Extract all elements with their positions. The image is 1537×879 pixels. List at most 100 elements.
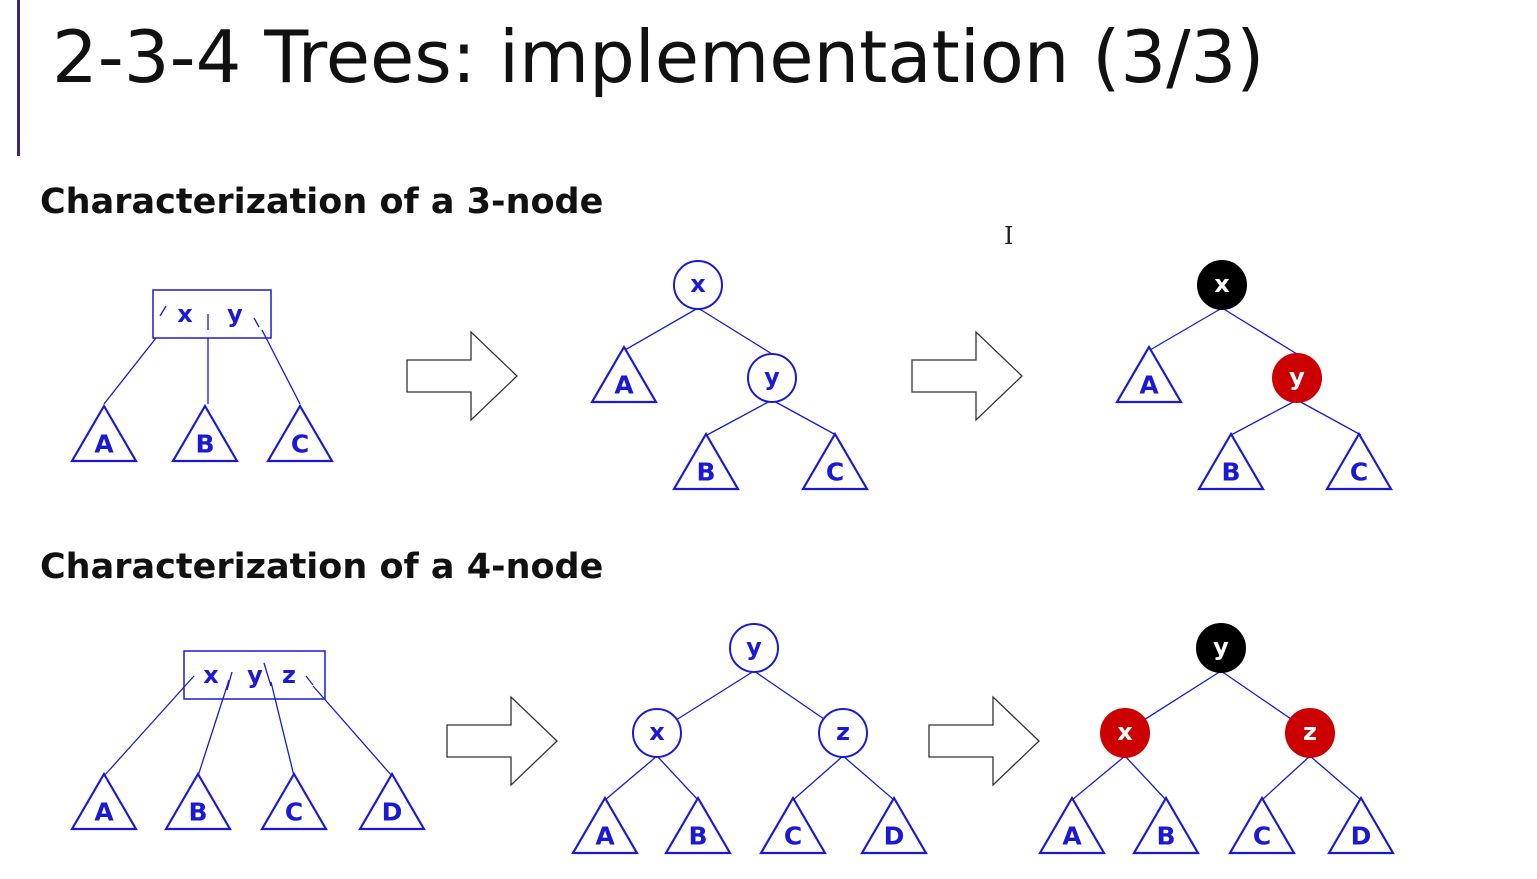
subtree-label: C — [291, 430, 309, 459]
right-arrow-icon — [446, 695, 558, 787]
subtree-triangle — [1132, 795, 1200, 855]
red-tree-node — [1285, 708, 1335, 758]
right-arrow-icon — [406, 330, 518, 422]
subtree-triangle — [1038, 795, 1106, 855]
three-node-box — [152, 289, 272, 339]
tree-edge — [656, 755, 699, 801]
key-label: y — [227, 300, 243, 328]
tree-edge — [261, 329, 301, 405]
node-label: x — [649, 718, 665, 746]
tree-edge — [1309, 755, 1362, 801]
key-label: x — [177, 300, 193, 328]
red-tree-node — [1272, 353, 1322, 403]
black-tree-node — [1196, 623, 1246, 673]
heading-3-node: Characterization of a 3-node — [40, 182, 604, 222]
node-label: x — [1117, 718, 1133, 746]
node-label: y — [1289, 363, 1305, 391]
subtree-triangle — [266, 403, 334, 463]
tree-edge — [312, 685, 393, 777]
tree-edge — [604, 755, 658, 801]
subtree-triangle — [590, 344, 658, 404]
subtree-label: B — [1156, 822, 1175, 851]
key-separator-tick — [253, 317, 260, 328]
subtree-label: D — [884, 822, 905, 851]
tree-edge — [1221, 307, 1298, 355]
tree-edge — [706, 399, 773, 436]
tree-edge — [197, 679, 230, 777]
subtree-label: A — [94, 798, 114, 827]
subtree-label: C — [784, 822, 802, 851]
subtree-label: C — [826, 458, 844, 487]
key-label: x — [203, 661, 219, 689]
subtree-triangle — [801, 431, 869, 491]
right-arrow-icon — [911, 330, 1023, 422]
heading-4-node: Characterization of a 4-node — [40, 547, 604, 587]
subtree-triangle — [571, 795, 639, 855]
node-label: x — [1214, 270, 1230, 298]
right-arrow-icon — [928, 695, 1040, 787]
node-label: z — [1303, 718, 1317, 746]
subtree-triangle — [860, 795, 928, 855]
plain-tree-node — [729, 623, 779, 673]
subtree-triangle — [1327, 795, 1395, 855]
plain-tree-node — [818, 708, 868, 758]
subtree-label: C — [1253, 822, 1271, 851]
node-label: z — [836, 718, 850, 746]
plain-tree-node — [632, 708, 682, 758]
plain-tree-node — [673, 260, 723, 310]
plain-tree-node — [747, 353, 797, 403]
subtree-label: C — [1350, 458, 1368, 487]
key-label: z — [282, 661, 296, 689]
tree-edge — [1296, 399, 1362, 436]
subtree-triangle — [164, 771, 232, 831]
subtree-triangle — [70, 403, 138, 463]
subtree-label: A — [1062, 822, 1082, 851]
subtree-triangle — [171, 403, 239, 463]
tree-edge — [103, 337, 157, 405]
subtree-triangle — [260, 771, 328, 831]
subtree-label: B — [188, 798, 207, 827]
subtree-label: B — [696, 458, 715, 487]
subtree-triangle — [672, 431, 740, 491]
key-separator-tick — [159, 305, 167, 317]
subtree-label: B — [1221, 458, 1240, 487]
tree-edge — [270, 681, 295, 777]
tree-edge — [1149, 307, 1223, 351]
node-label: y — [746, 633, 762, 661]
tree-edge — [624, 307, 699, 351]
slide-title: 2-3-4 Trees: implementation (3/3) — [52, 15, 1265, 99]
subtree-triangle — [759, 795, 827, 855]
tree-edge — [1124, 755, 1167, 801]
tree-edge — [103, 675, 195, 777]
subtree-triangle — [664, 795, 732, 855]
key-separator-tick — [263, 662, 272, 687]
subtree-label: B — [688, 822, 707, 851]
key-separator-tick — [305, 675, 314, 686]
subtree-triangle — [1228, 795, 1296, 855]
subtree-label: A — [94, 430, 114, 459]
subtree-label: D — [382, 798, 403, 827]
black-tree-node — [1197, 260, 1247, 310]
node-label: x — [690, 270, 706, 298]
tree-edge — [771, 399, 837, 436]
subtree-triangle — [358, 771, 426, 831]
subtree-label: A — [1139, 371, 1159, 400]
key-separator-tick — [226, 671, 233, 691]
subtree-label: B — [195, 430, 214, 459]
tree-edge — [1261, 755, 1311, 801]
subtree-label: A — [614, 371, 634, 400]
tree-edge — [1230, 399, 1298, 436]
tree-edge — [792, 755, 844, 801]
subtree-triangle — [1115, 344, 1183, 404]
subtree-label: C — [285, 798, 303, 827]
red-tree-node — [1100, 708, 1150, 758]
tree-edge — [697, 307, 773, 355]
key-label: y — [247, 661, 263, 689]
subtree-triangle — [1325, 431, 1393, 491]
node-label: y — [764, 363, 780, 391]
subtree-label: D — [1351, 822, 1372, 851]
subtree-triangle — [70, 771, 138, 831]
title-accent-bar — [17, 0, 20, 156]
four-node-box — [183, 650, 326, 700]
